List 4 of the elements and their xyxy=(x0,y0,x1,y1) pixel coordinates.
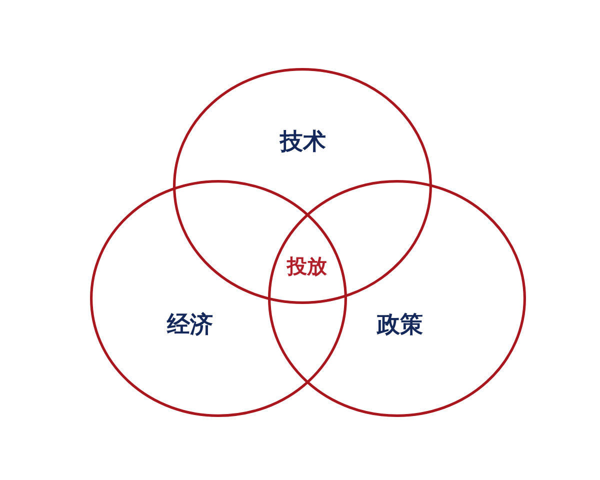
overlap-label: 投放 xyxy=(287,254,327,278)
circle-label: 经济 xyxy=(167,312,213,340)
circle-label: 政策 xyxy=(377,312,423,340)
circle-label: 技术 xyxy=(280,129,326,157)
